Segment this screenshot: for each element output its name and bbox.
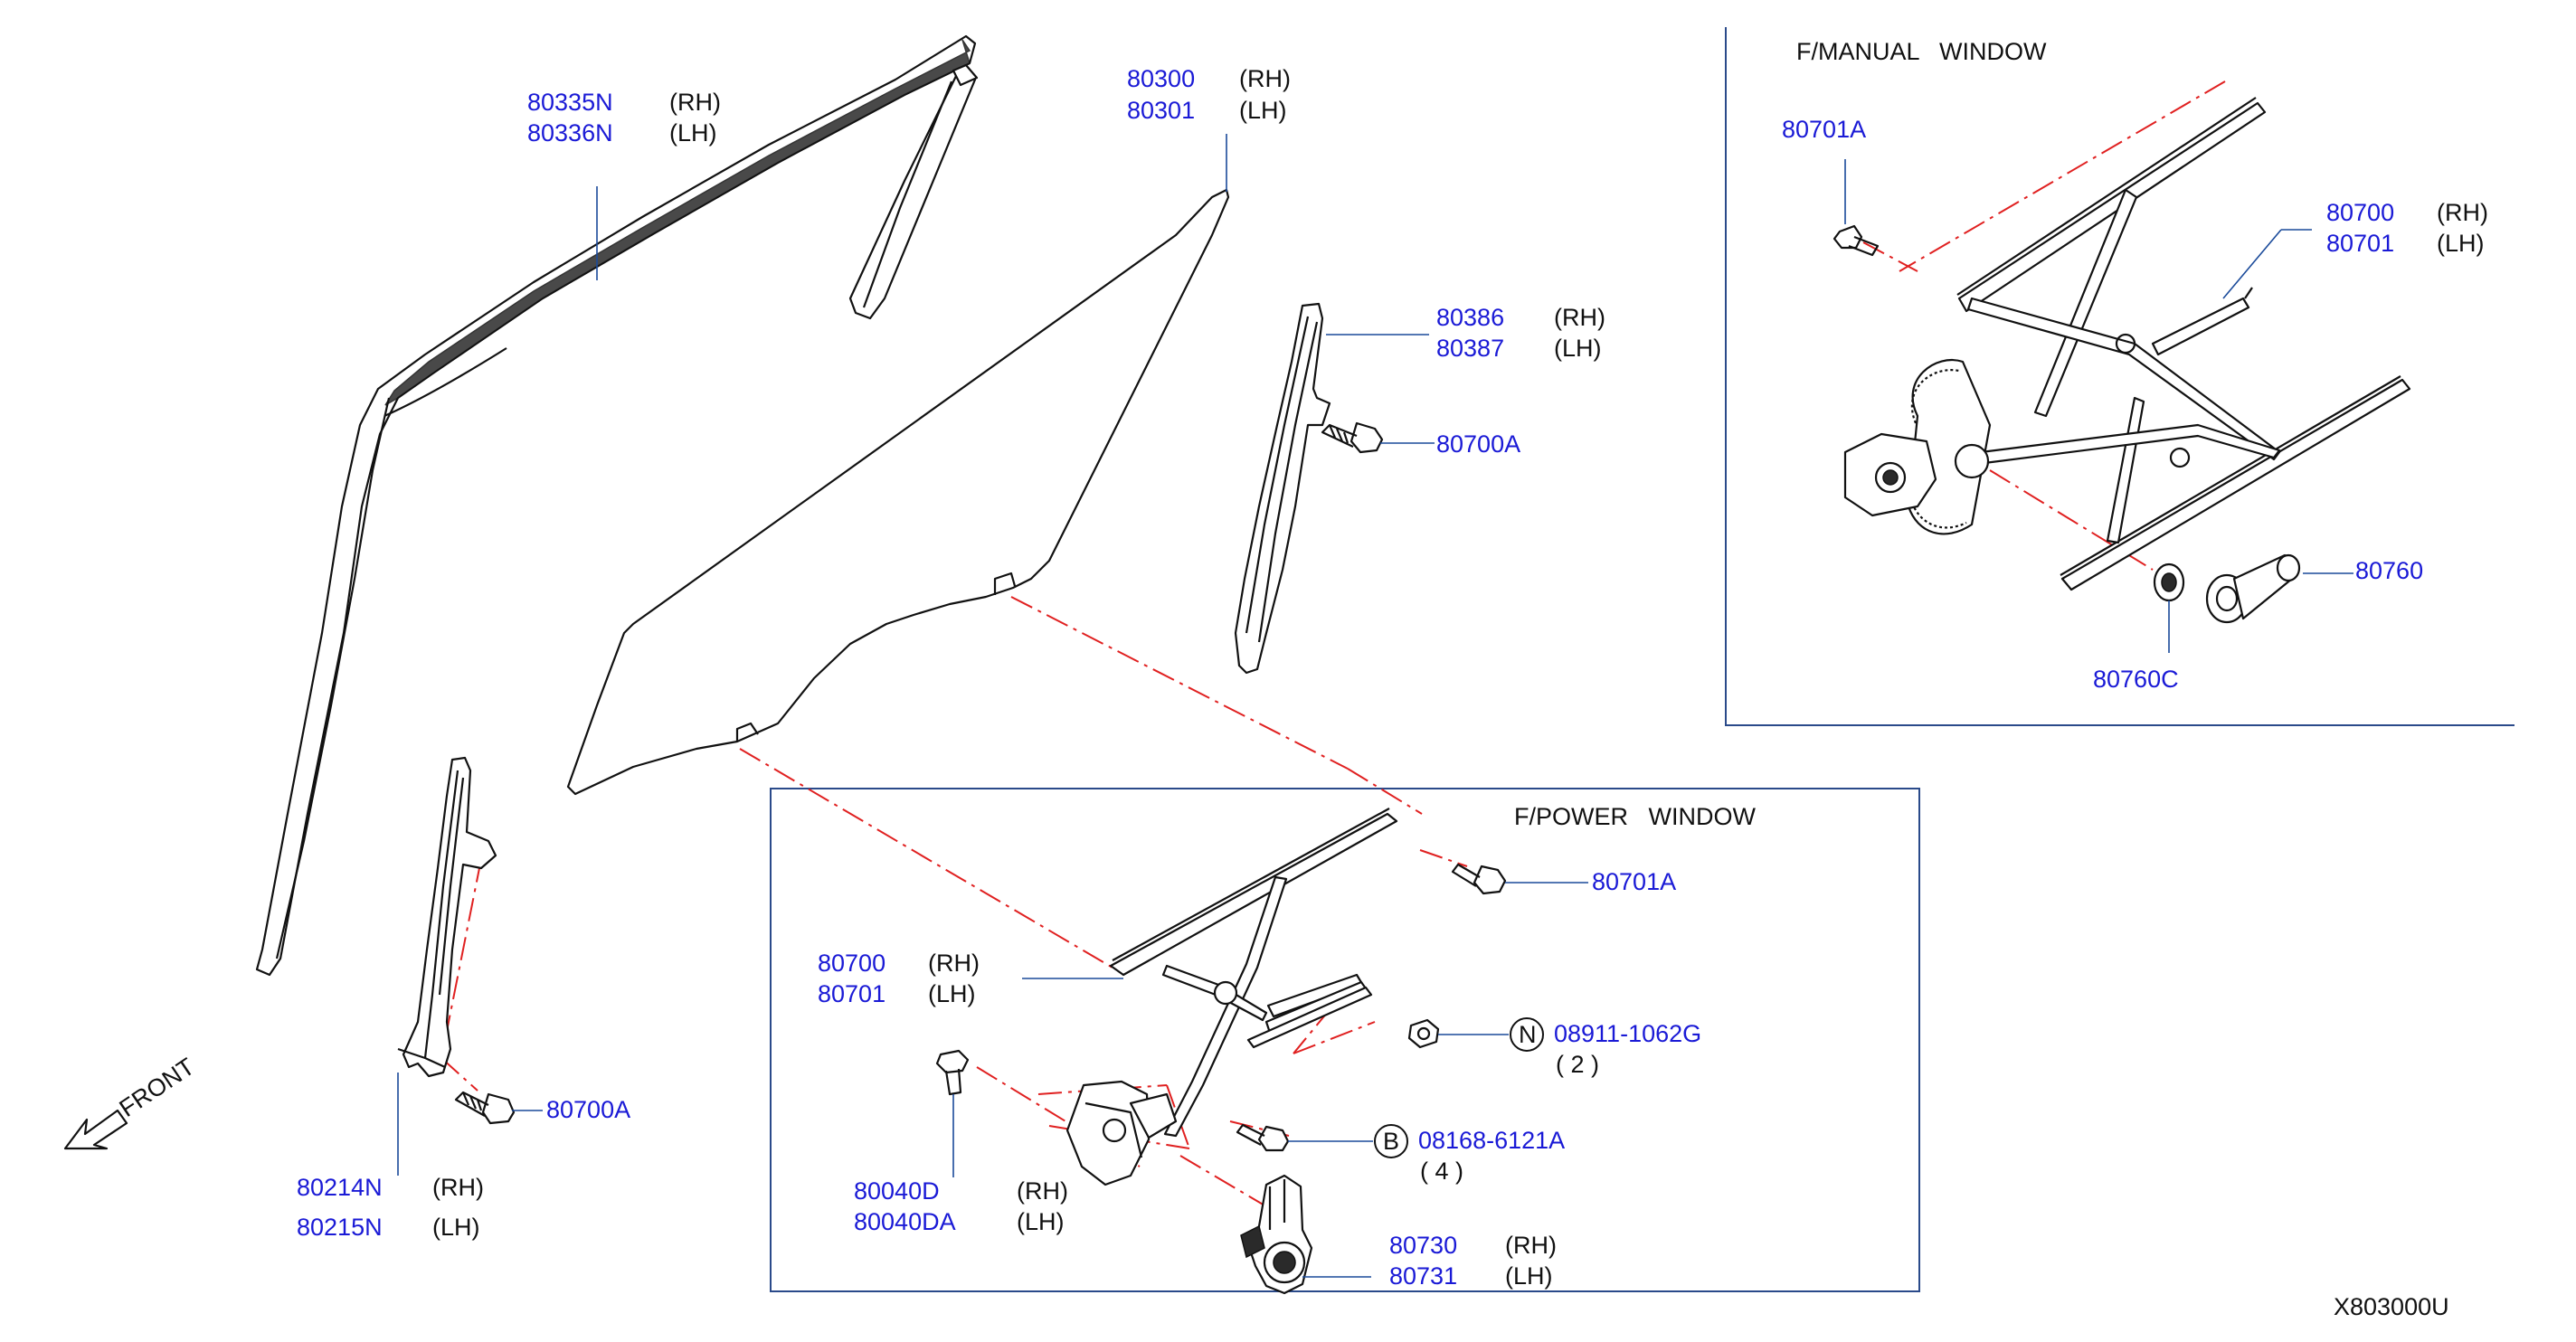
- part-number-80700-manual[interactable]: 80700: [2326, 199, 2394, 226]
- badge-b-letter: B: [1383, 1128, 1399, 1155]
- badge-n: N: [1510, 1017, 1544, 1052]
- front-direction-arrow: FRONT: [63, 1053, 200, 1150]
- side-label: (RH): [432, 1174, 484, 1201]
- part-number-80040da[interactable]: 80040DA: [854, 1208, 956, 1235]
- part-number-80730[interactable]: 80730: [1389, 1232, 1457, 1259]
- part-number-80300[interactable]: 80300: [1127, 65, 1195, 92]
- part-number-08911-1062g[interactable]: 08911-1062G: [1554, 1020, 1701, 1047]
- side-label: (RH): [2437, 199, 2488, 226]
- power-window-regulator: [1065, 808, 1398, 1186]
- side-label: (RH): [1554, 304, 1605, 331]
- nut-08911: [1407, 1018, 1440, 1049]
- side-label: (LH): [928, 980, 976, 1007]
- part-number-80760[interactable]: 80760: [2355, 557, 2423, 584]
- escutcheon-80760c: [2153, 562, 2185, 602]
- part-number-80386[interactable]: 80386: [1436, 304, 1504, 331]
- bolt-08168: [1236, 1123, 1290, 1152]
- side-label: (LH): [432, 1214, 480, 1241]
- power-window-motor: [1240, 1174, 1313, 1295]
- bolt-80700a-upper: [1321, 421, 1384, 454]
- front-label: FRONT: [115, 1053, 200, 1122]
- part-number-80701-manual[interactable]: 80701: [2326, 230, 2394, 257]
- part-number-08168-6121a[interactable]: 08168-6121A: [1418, 1127, 1565, 1154]
- part-number-80731[interactable]: 80731: [1389, 1262, 1457, 1290]
- power-window-title: F/POWER WINDOW: [1514, 803, 1756, 830]
- side-label: (RH): [1505, 1232, 1557, 1259]
- badge-b: B: [1374, 1124, 1408, 1158]
- part-number-80215n[interactable]: 80215N: [297, 1214, 383, 1241]
- part-number-80700-power[interactable]: 80700: [818, 950, 886, 977]
- rear-glass-run-channel: [1234, 302, 1331, 675]
- quantity-label: ( 4 ): [1420, 1158, 1463, 1185]
- quantity-label: ( 2 ): [1556, 1051, 1599, 1078]
- part-number-80701-power[interactable]: 80701: [818, 980, 886, 1007]
- side-label: (LH): [1554, 335, 1602, 362]
- part-number-80214n[interactable]: 80214N: [297, 1174, 383, 1201]
- part-number-80040d[interactable]: 80040D: [854, 1177, 940, 1205]
- part-number-80335n[interactable]: 80335N: [527, 89, 613, 116]
- bolt-80701a-power: [1451, 863, 1507, 895]
- power-window-panel: [770, 788, 1920, 1292]
- door-glass: [566, 188, 1230, 796]
- bolt-80040d: [935, 1049, 970, 1096]
- leader-lines: [397, 134, 2353, 1278]
- front-glass-run-channel: [397, 756, 497, 1078]
- side-label: (RH): [1017, 1177, 1068, 1205]
- part-number-80701a-manual[interactable]: 80701A: [1782, 116, 1866, 143]
- part-number-80760c[interactable]: 80760C: [2093, 666, 2179, 693]
- side-label: (RH): [1239, 65, 1291, 92]
- part-number-80700a-lower[interactable]: 80700A: [546, 1096, 630, 1123]
- bolt-80700a-lower: [454, 1091, 516, 1125]
- side-label: (LH): [1505, 1262, 1553, 1290]
- side-label: (LH): [669, 119, 717, 146]
- part-number-80301[interactable]: 80301: [1127, 97, 1195, 124]
- diagram-id: X803000U: [2334, 1293, 2449, 1320]
- side-label: (RH): [669, 89, 721, 116]
- side-label: (LH): [1017, 1208, 1065, 1235]
- bolt-80701a-manual: [1833, 224, 1880, 257]
- door-sash-weatherstrip: [255, 34, 979, 977]
- part-number-80387[interactable]: 80387: [1436, 335, 1504, 362]
- badge-n-letter: N: [1519, 1021, 1537, 1048]
- manual-window-panel: [1725, 27, 2514, 726]
- window-handle-80760: [2205, 553, 2301, 624]
- manual-window-title: F/MANUAL WINDOW: [1796, 38, 2047, 65]
- side-label: (LH): [1239, 97, 1287, 124]
- side-label: (RH): [928, 950, 980, 977]
- part-number-80701a-power[interactable]: 80701A: [1592, 868, 1676, 895]
- part-number-80700a-upper[interactable]: 80700A: [1436, 430, 1520, 458]
- side-label: (LH): [2437, 230, 2485, 257]
- part-number-80336n[interactable]: 80336N: [527, 119, 613, 146]
- manual-window-regulator: [1843, 97, 2411, 591]
